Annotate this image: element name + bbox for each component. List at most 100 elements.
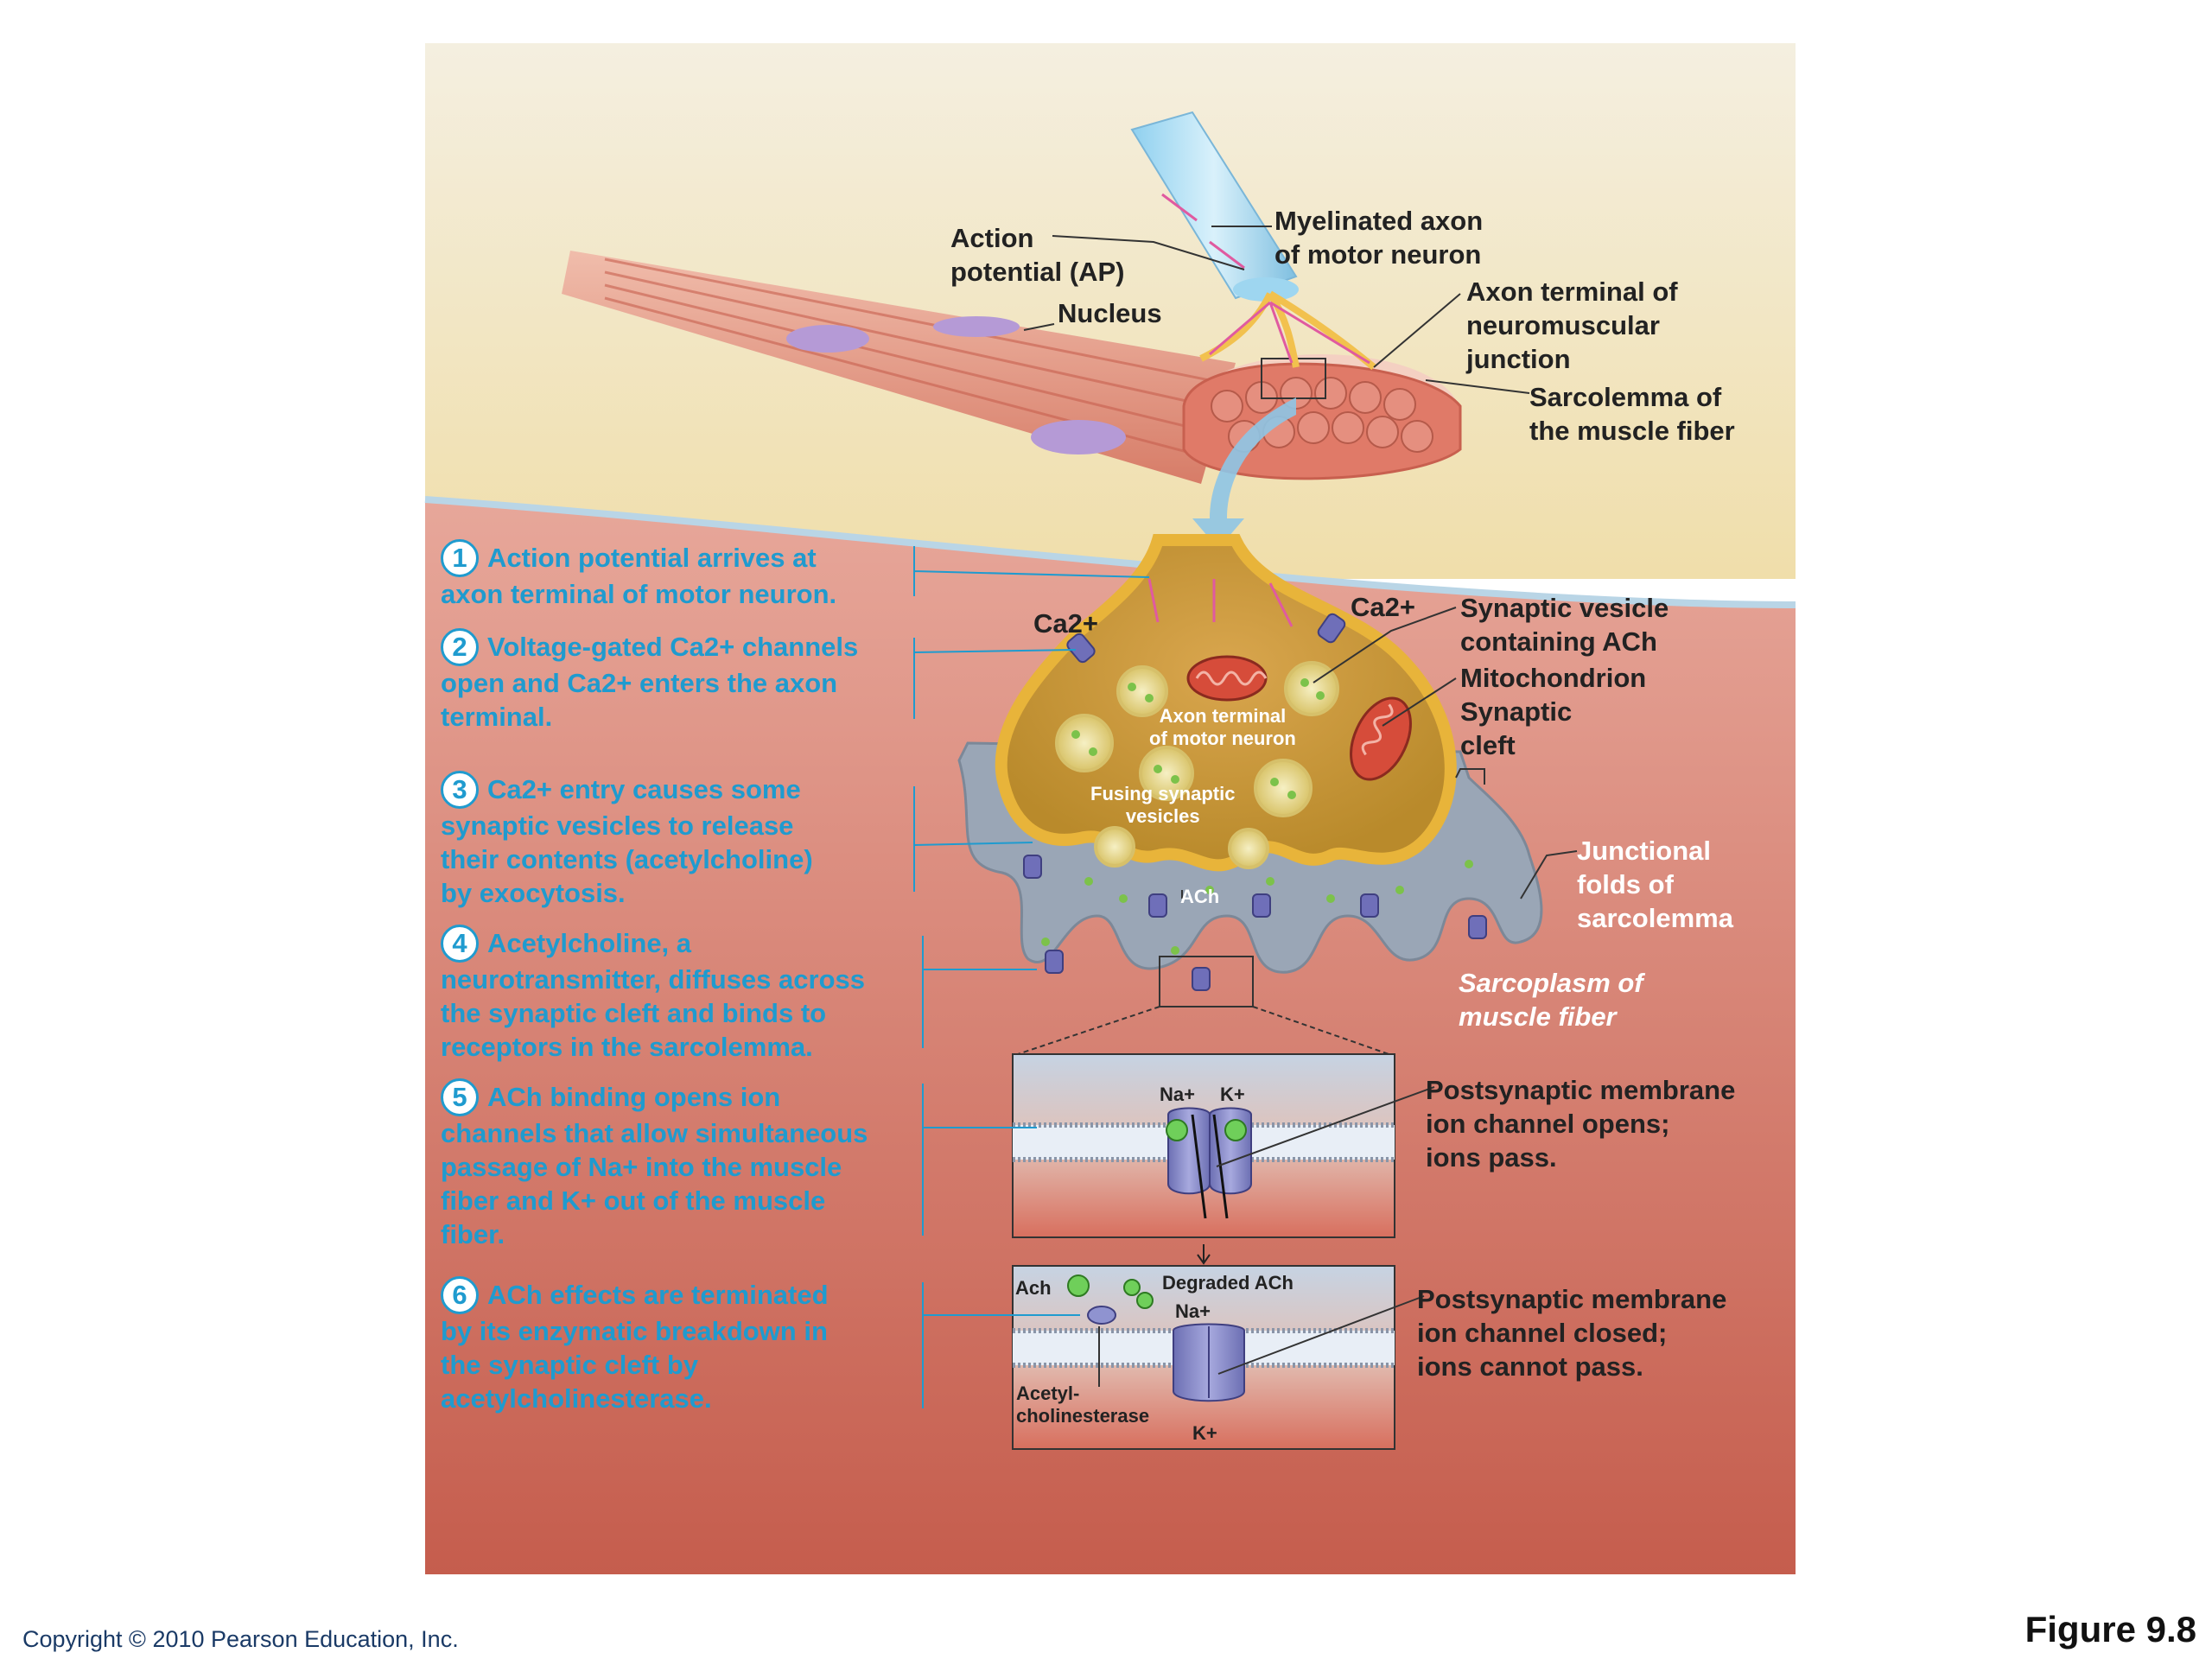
step-line: 4 Acetylcholine, a [441,925,865,963]
label-line: Synaptic vesicle [1460,593,1669,623]
label-ca-left: Ca2+ [1033,608,1098,639]
label-synaptic-vesicle: Synaptic vesicle containing ACh [1460,591,1669,658]
mitochondria [1186,655,1412,781]
step-6: 6 ACh effects are terminated by its enzym… [441,1276,829,1415]
label-post-closed: Postsynaptic membrane ion channel closed… [1417,1282,1726,1383]
label-line: sarcolemma [1577,903,1733,933]
zoom-arrow [1192,397,1296,549]
label-post-open: Postsynaptic membrane ion channel opens;… [1426,1073,1735,1174]
label-k2: K+ [1192,1422,1217,1444]
label-line: of motor neuron [1274,239,1482,270]
step-number: 2 [441,628,479,666]
step-number: 6 [441,1276,479,1314]
label-line: neuromuscular [1466,310,1660,340]
step-text: receptors in the sarcolemma. [441,1032,813,1062]
label-line: muscle fiber [1459,1001,1617,1032]
step-number: 4 [441,925,479,963]
label-line: containing ACh [1460,626,1657,657]
label-line: Postsynaptic membrane [1426,1075,1736,1105]
step-number: 1 [441,539,479,577]
label-line: the muscle fiber [1529,416,1735,446]
step-text: neurotransmitter, diffuses across [441,964,865,995]
step-1: 1 Action potential arrives at axon termin… [441,539,836,611]
step-text: axon terminal of motor neuron. [441,579,837,609]
label-line: ion channel closed; [1417,1318,1668,1348]
ca-channels [1066,613,1346,664]
label-line: vesicles [1125,805,1200,827]
label-line: Fusing synaptic [1090,783,1236,804]
label-line: potential (AP) [950,257,1125,287]
step-text: the synaptic cleft and binds to [441,998,827,1028]
label-line: Sarcoplasm of [1459,968,1643,998]
step-text: Acetylcholine, a [487,928,692,958]
label-line: cleft [1460,730,1516,760]
figure-number: Figure 9.8 [2024,1609,2196,1649]
step-line: 3 Ca2+ entry causes some [441,771,813,809]
zoom-line-right [1252,1006,1395,1057]
label-line: folds of [1577,869,1674,899]
step-line: 2 Voltage-gated Ca2+ channels [441,628,858,666]
myelinated-axon [1130,111,1376,371]
step-line: 1 Action potential arrives at [441,539,836,577]
step-text: fiber and K+ out of the muscle [441,1185,826,1216]
label-line: Postsynaptic membrane [1417,1284,1727,1314]
label-axon-terminal-inner: Axon terminal of motor neuron [1149,705,1296,750]
label-line: Myelinated axon [1274,206,1484,236]
label-action-potential: Action potential (AP) [950,221,1125,289]
label-synaptic-cleft: Synaptic cleft [1460,695,1572,762]
label-line: cholinesterase [1016,1405,1150,1427]
ion-channel-closed-box [1012,1265,1425,1450]
step-text: their contents (acetylcholine) [441,844,813,874]
step-text: synaptic vesicles to release [441,810,794,841]
label-ach: ACh [1180,886,1220,907]
label-mitochondrion: Mitochondrion [1460,663,1647,693]
label-na2: Na+ [1175,1300,1211,1322]
ion-channel-open-box [1012,1053,1435,1238]
label-fusing-vesicles: Fusing synaptic vesicles [1090,783,1235,828]
label-line: Axon terminal [1159,705,1287,727]
box-arrow [1197,1244,1211,1265]
ach-receptors [1023,855,1487,991]
step-text: Ca2+ entry causes some [487,774,801,804]
label-acetylcholinesterase: Acetyl- cholinesterase [1016,1382,1149,1427]
label-line: Junctional [1577,836,1712,866]
label-ca-right: Ca2+ [1351,592,1415,622]
step-text: Voltage-gated Ca2+ channels [487,632,859,662]
label-k: K+ [1220,1084,1245,1105]
step-number: 5 [441,1078,479,1116]
label-ach2: Ach [1015,1277,1052,1299]
label-junctional-folds: Junctional folds of sarcolemma [1577,834,1733,935]
step-text: channels that allow simultaneous [441,1118,868,1148]
label-line: ions pass. [1426,1142,1557,1173]
label-degraded-ach: Degraded ACh [1162,1272,1294,1294]
step-number: 3 [441,771,479,809]
label-line: Acetyl- [1016,1382,1080,1404]
step-text: the synaptic cleft by [441,1350,699,1380]
step-text: ACh effects are terminated [487,1280,829,1310]
step-text: by exocytosis. [441,878,626,908]
step-text: acetylcholinesterase. [441,1383,712,1414]
label-line: junction [1466,344,1571,374]
step-text: passage of Na+ into the muscle [441,1152,842,1182]
label-myelinated-axon: Myelinated axon of motor neuron [1274,204,1483,271]
step-2: 2 Voltage-gated Ca2+ channels open and Ca… [441,628,858,734]
synaptic-vesicles [1055,661,1339,869]
label-line: Axon terminal of [1466,276,1678,307]
step-brackets [913,546,1150,1408]
step-line: 6 ACh effects are terminated [441,1276,829,1314]
step-4: 4 Acetylcholine, a neurotransmitter, diff… [441,925,865,1064]
step-text: open and Ca2+ enters the axon [441,668,838,698]
label-na: Na+ [1160,1084,1195,1105]
label-sarcolemma: Sarcolemma of the muscle fiber [1529,380,1735,448]
step-text: Action potential arrives at [487,543,817,573]
step-text: by its enzymatic breakdown in [441,1316,828,1346]
step-3: 3 Ca2+ entry causes some synaptic vesicle… [441,771,813,910]
label-axon-terminal-nmj: Axon terminal of neuromuscular junction [1466,275,1678,376]
axon-terminal [995,534,1487,1007]
label-sarcoplasm: Sarcoplasm of muscle fiber [1459,966,1643,1033]
label-line: Sarcolemma of [1529,382,1722,412]
